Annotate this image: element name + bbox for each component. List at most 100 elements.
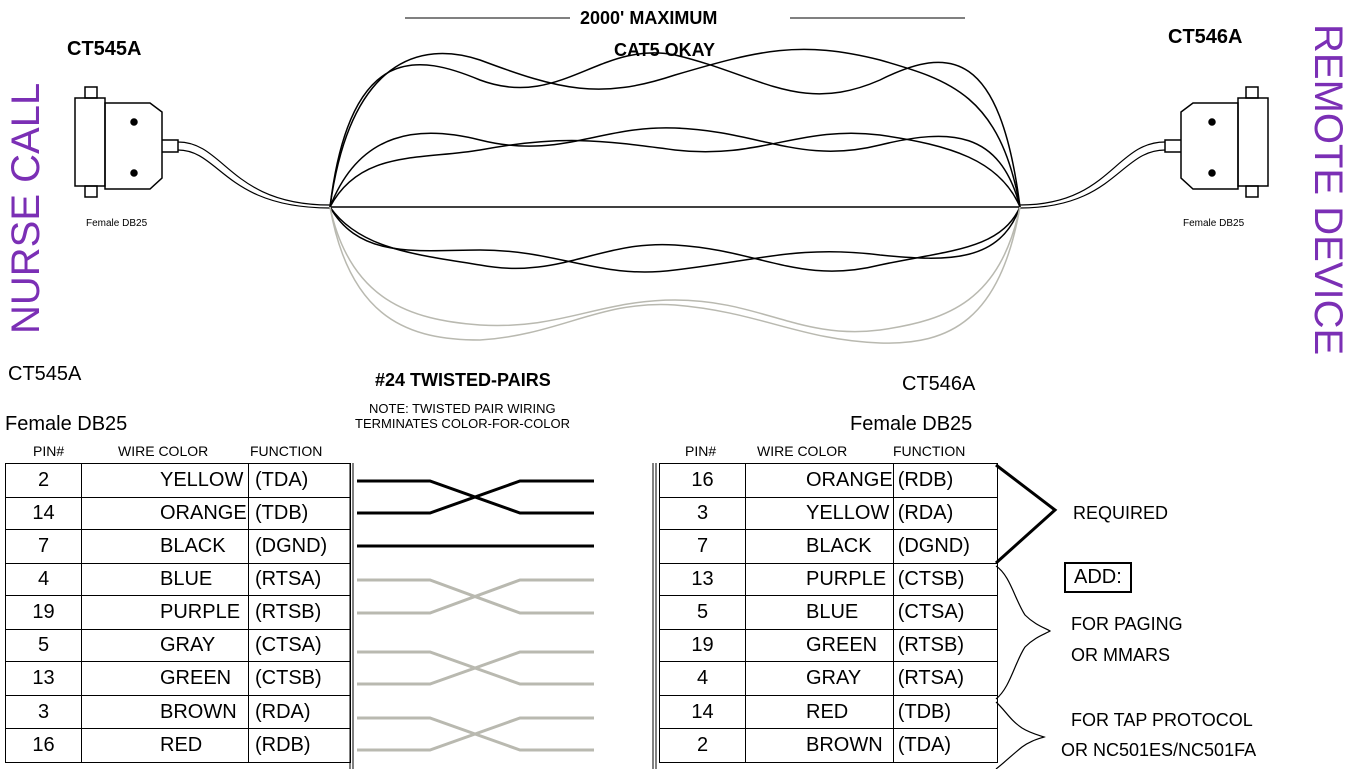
- remote-device-text: REMOTE DEVICE: [1306, 24, 1350, 356]
- pinout-pin: 5: [696, 601, 709, 623]
- cable-note: CAT5 OKAY: [614, 40, 716, 60]
- pinout-row: 19 PURPLE (RTSB): [5, 595, 351, 630]
- left-table-model: CT545A: [8, 363, 82, 385]
- pinout-pin: 13: [691, 568, 714, 590]
- right-table-connector: Female DB25: [850, 413, 973, 435]
- pinout-color: BROWN: [806, 734, 883, 756]
- pinout-color: BLACK: [806, 535, 872, 557]
- pinout-pin: 3: [696, 502, 709, 524]
- pinout-function: (RTSB): [255, 601, 322, 623]
- pinout-row: 13 GREEN (CTSB): [5, 661, 351, 696]
- pinout-function: (RDA): [255, 700, 311, 723]
- pinout-pin: 19: [32, 601, 55, 623]
- pinout-color: BLUE: [160, 568, 213, 590]
- paging-line-1: FOR PAGING: [1071, 614, 1183, 634]
- pinout-function: (RTSA): [255, 568, 322, 590]
- pinout-wires-black: [357, 479, 594, 548]
- pinout-color: YELLOW: [806, 502, 890, 524]
- pinout-row: 5 GRAY (CTSA): [5, 629, 351, 662]
- pinout-pin: 14: [691, 700, 714, 723]
- left-table-connector: Female DB25: [5, 413, 128, 435]
- pinout-pin: 2: [37, 469, 50, 491]
- tap-line-2: OR NC501ES/NC501FA: [1061, 740, 1257, 760]
- pinout-color: GREEN: [806, 634, 878, 656]
- pinout-color: YELLOW: [160, 469, 244, 491]
- pinout-row: 19 GREEN (RTSB): [659, 629, 998, 662]
- paging-brace: [995, 565, 1052, 700]
- left-header-function: FUNCTION: [250, 443, 323, 459]
- pinout-color: BROWN: [160, 700, 237, 723]
- twisted-pairs-title: #24 TWISTED-PAIRS: [375, 370, 551, 390]
- add-box: ADD:: [1064, 562, 1132, 593]
- pinout-function: (RTSB): [897, 634, 964, 656]
- left-header-pin: PIN#: [33, 443, 65, 459]
- paging-line-2: OR MMARS: [1071, 645, 1170, 665]
- pinout-color: PURPLE: [806, 568, 887, 590]
- pinout-function: (CTSA): [255, 634, 322, 656]
- pinout-pin: 16: [32, 734, 55, 756]
- right-header-function: FUNCTION: [893, 443, 966, 459]
- pinout-pin: 7: [696, 535, 709, 557]
- pinout-function: (RDB): [255, 734, 311, 756]
- pinout-color: PURPLE: [160, 601, 241, 623]
- pinout-pin: 4: [696, 667, 709, 689]
- pinout-function: (TDA): [897, 734, 952, 756]
- pinout-function: (CTSA): [897, 601, 965, 623]
- pinout-function: (RDA): [897, 502, 954, 524]
- pinout-pin: 3: [37, 700, 50, 723]
- right-db25-connector: [1164, 86, 1269, 198]
- note-line-1: NOTE: TWISTED PAIR WIRING: [369, 401, 556, 416]
- right-header-color: WIRE COLOR: [757, 443, 848, 459]
- pinout-color: GRAY: [806, 667, 862, 689]
- pinout-row: 4 GRAY (RTSA): [659, 661, 998, 696]
- pinout-pin: 5: [37, 634, 50, 656]
- pinout-pin: 4: [37, 568, 50, 590]
- pinout-color: GRAY: [160, 634, 216, 656]
- required-label: REQUIRED: [1073, 503, 1169, 523]
- pinout-pin: 13: [32, 667, 55, 689]
- right-pinout-table: 16 ORANGE(RDB) 3 YELLOW (RDA) 7 BLACK (DGND) 13 P…: [659, 463, 998, 763]
- tap-brace: [995, 701, 1046, 769]
- pinout-color: BLUE: [806, 601, 859, 623]
- cable-max-length: 2000' MAXIMUM: [580, 8, 718, 28]
- left-connector-label: Female DB25: [86, 218, 148, 229]
- left-db25-connector: [74, 86, 179, 198]
- pinout-pin: 19: [691, 634, 714, 656]
- pinout-function: (DGND): [897, 535, 970, 557]
- pinout-row: 16 ORANGE(RDB): [659, 463, 998, 498]
- pinout-color: ORANGE: [806, 469, 893, 491]
- pinout-function: (RTSA): [897, 667, 964, 689]
- nurse-call-label: NURSE CALL: [4, 34, 50, 334]
- pinout-row: 16 RED (RDB): [5, 728, 351, 763]
- pinout-row: 4 BLUE (RTSA): [5, 563, 351, 596]
- pinout-function: (TDB): [255, 502, 309, 524]
- pinout-function: (TDB): [897, 700, 952, 723]
- pinout-function: (RDB): [897, 469, 954, 491]
- pinout-row: 5 BLUE (CTSA): [659, 595, 998, 630]
- pinout-color: ORANGE: [160, 502, 247, 524]
- nurse-call-text: NURSE CALL: [4, 82, 48, 334]
- note-line-2: TERMINATES COLOR-FOR-COLOR: [355, 416, 570, 431]
- pinout-color: GREEN: [160, 667, 232, 689]
- pinout-color: RED: [160, 734, 203, 756]
- right-connector-label: Female DB25: [1183, 218, 1245, 229]
- left-header-color: WIRE COLOR: [118, 443, 209, 459]
- pinout-function: (DGND): [255, 535, 328, 557]
- remote-device-label: REMOTE DEVICE: [1306, 24, 1352, 356]
- cable-pairs-black: [329, 48, 1021, 273]
- pinout-row: 3 YELLOW (RDA): [659, 497, 998, 530]
- pinout-pin: 16: [691, 469, 714, 491]
- cable-pairs-gray: [329, 206, 1021, 344]
- pinout-pin: 7: [37, 535, 50, 557]
- pinout-function: (CTSB): [255, 667, 322, 689]
- tap-line-1: FOR TAP PROTOCOL: [1071, 710, 1253, 730]
- right-header-pin: PIN#: [685, 443, 717, 459]
- top-right-model: CT546A: [1168, 26, 1243, 48]
